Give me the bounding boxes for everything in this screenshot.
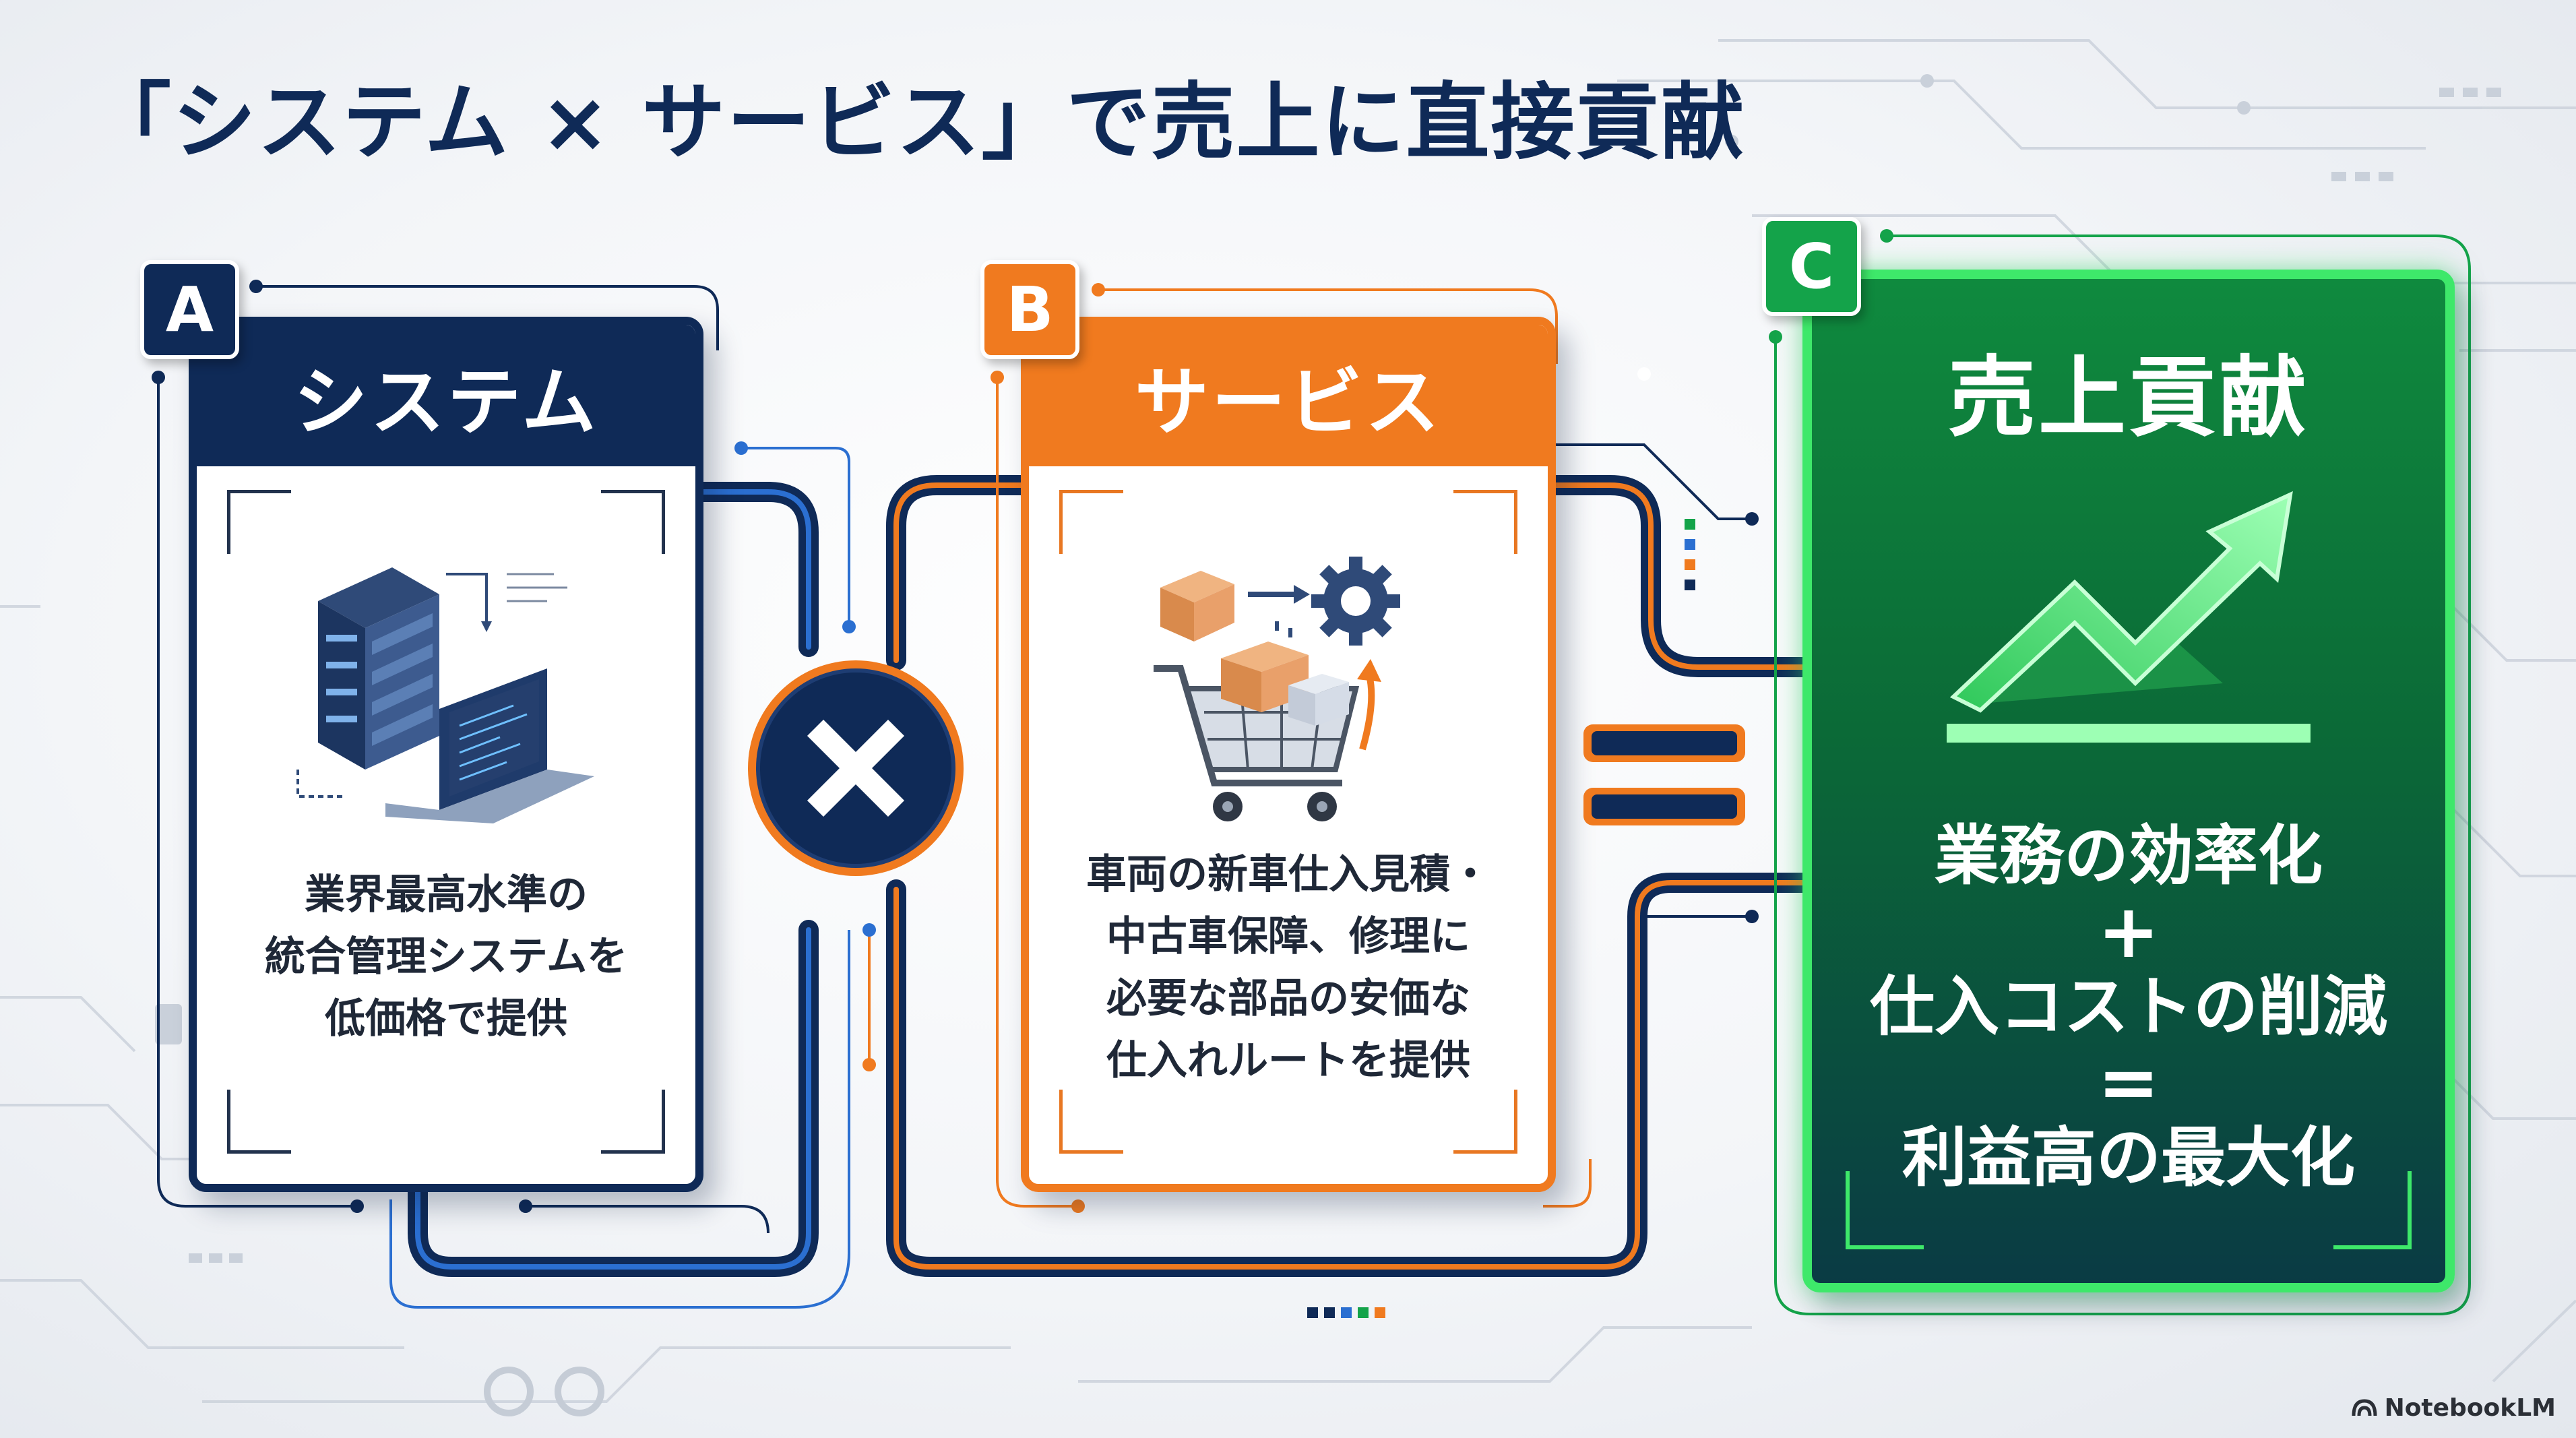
card-service-line-4: 仕入れルートを提供 <box>1106 1037 1470 1084</box>
card-service: サービス <box>1021 317 1556 1192</box>
card-service-description: 車両の新車仕入見積・ 中古車保障、修理に 必要な部品の安価な 仕入れルートを提供 <box>1049 844 1528 1092</box>
card-system-heading: システム <box>197 325 695 466</box>
badge-a: A <box>140 260 239 359</box>
card-service-line-2: 中古車保障、修理に <box>1106 913 1470 960</box>
card-system-line-3: 低価格で提供 <box>325 995 567 1042</box>
shopping-cart-icon <box>1154 557 1400 821</box>
card-service-frame <box>1059 490 1517 1154</box>
card-system-line-2: 統合管理システムを <box>264 933 628 980</box>
card-result-heading: 売上貢献 <box>1947 346 2309 449</box>
server-laptop-icon <box>296 567 594 823</box>
card-system-description: 業界最高水準の 統合管理システムを 低価格で提供 <box>217 864 675 1050</box>
result-line-profit-max: 利益高の最大化 <box>1902 1120 2355 1195</box>
badge-c: C <box>1762 217 1861 316</box>
result-line-cost-reduction: 仕入コストの削減 <box>1870 969 2387 1044</box>
card-system-line-1: 業界最高水準の <box>305 871 588 918</box>
badge-b: B <box>980 260 1079 359</box>
card-result: 売上貢献 業務の効率化 + 仕入コストの削減 = 利益高の最大化 <box>1802 270 2455 1292</box>
multiply-icon <box>748 660 964 876</box>
card-service-line-3: 必要な部品の安価な <box>1106 975 1470 1022</box>
card-system-frame <box>227 490 665 1154</box>
brand-watermark: NotebookLM <box>2351 1394 2556 1422</box>
card-system: システム <box>189 317 703 1192</box>
plus-icon: + <box>2097 888 2160 974</box>
card-service-heading: サービス <box>1029 325 1548 466</box>
card-result-formula: 業務の効率化 + 仕入コストの削減 = 利益高の最大化 <box>1812 818 2445 1195</box>
brand-label: NotebookLM <box>2384 1394 2556 1422</box>
result-line-efficiency: 業務の効率化 <box>1935 818 2323 894</box>
card-service-line-1: 車両の新車仕入見積・ <box>1086 851 1490 898</box>
equals-icon <box>1583 724 1745 825</box>
notebooklm-logo-icon <box>2352 1398 2377 1416</box>
page-title: 「システム × サービス」で売上に直接貢献 <box>88 74 1746 171</box>
rising-arrow-chart-icon <box>1947 491 2311 743</box>
equals-sign: = <box>2097 1039 2160 1125</box>
